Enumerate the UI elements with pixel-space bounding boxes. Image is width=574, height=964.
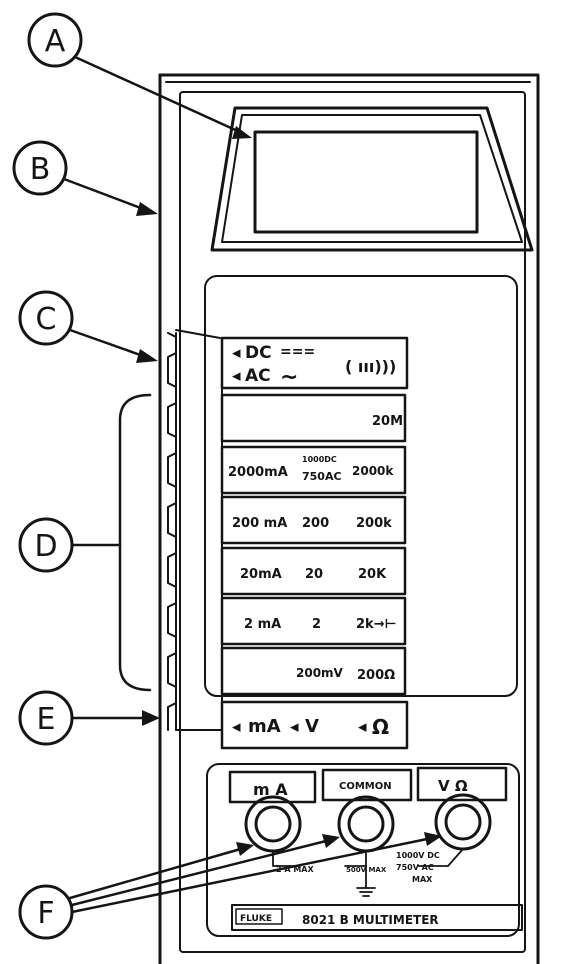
range-label-20k: 20K bbox=[358, 567, 387, 582]
range-label-750ac: 750AC bbox=[302, 470, 342, 483]
multimeter-case bbox=[158, 73, 540, 964]
small-arrow-icon: ◂ bbox=[358, 717, 367, 737]
range-label-2k-diode: 2k→⊢ bbox=[356, 617, 396, 632]
rating-v-line2: 750V AC bbox=[396, 863, 434, 872]
svg-text:D: D bbox=[34, 529, 57, 564]
small-arrow-icon: ◂ bbox=[232, 366, 241, 386]
range-label-1000dc: 1000DC bbox=[302, 455, 337, 464]
range-label-200ma: 200 mA bbox=[232, 516, 287, 531]
range-label-2ma: 2 mA bbox=[244, 617, 281, 632]
svg-text:C: C bbox=[36, 302, 57, 337]
callout-d: D bbox=[18, 393, 152, 692]
callout-f: F bbox=[18, 832, 442, 940]
jack-panel-frame bbox=[206, 763, 520, 937]
rating-v-line1: 1000V DC bbox=[396, 851, 440, 860]
jack-label-ma: m A bbox=[253, 780, 288, 799]
jack-ma[interactable]: m A bbox=[228, 770, 317, 853]
range-label-200k: 200k bbox=[356, 516, 392, 531]
range-button-20[interactable] bbox=[220, 546, 407, 596]
rating-ma: 2 A MAX bbox=[276, 865, 314, 874]
range-button-200[interactable] bbox=[220, 495, 407, 545]
range-label-20m: 20M bbox=[372, 414, 403, 429]
function-panel-frame bbox=[204, 275, 518, 697]
dc-symbol: === bbox=[280, 344, 315, 360]
range-button-2[interactable] bbox=[220, 596, 407, 646]
svg-text:A: A bbox=[45, 24, 66, 59]
button-top-dc-ac[interactable] bbox=[220, 336, 409, 390]
range-label-200ohm: 200Ω bbox=[357, 668, 395, 683]
brand-logo: FLUKE bbox=[240, 914, 272, 924]
push-button-stack bbox=[167, 329, 223, 731]
beeper-icon: ( ııı))) bbox=[345, 357, 396, 376]
range-button-200mv[interactable] bbox=[220, 646, 407, 696]
small-arrow-icon: ◂ bbox=[290, 717, 299, 737]
range-button-20m[interactable] bbox=[220, 393, 407, 443]
range-label-2000ma: 2000mA bbox=[228, 465, 288, 480]
range-label-2: 2 bbox=[312, 617, 321, 632]
rating-v-line3: MAX bbox=[412, 875, 433, 884]
ac-symbol: ~ bbox=[280, 365, 298, 390]
model-name: 8021 B MULTIMETER bbox=[302, 913, 439, 927]
mode-button-row[interactable] bbox=[220, 700, 409, 750]
dc-label: DC bbox=[245, 343, 272, 363]
range-button-2000[interactable] bbox=[220, 445, 407, 495]
jack-label-common: COMMON bbox=[339, 781, 392, 792]
range-label-200: 200 bbox=[302, 516, 329, 531]
range-label-200mv: 200mV bbox=[296, 666, 344, 680]
rating-common: 500V MAX bbox=[346, 866, 387, 874]
range-label-20ma: 20mA bbox=[240, 567, 282, 582]
jack-label-v-ohm: V Ω bbox=[438, 777, 468, 795]
range-label-2000k: 2000k bbox=[352, 464, 394, 478]
brand-plate: FLUKE 8021 B MULTIMETER bbox=[231, 904, 523, 931]
svg-text:B: B bbox=[30, 152, 51, 187]
callout-b: B bbox=[12, 140, 158, 216]
svg-text:F: F bbox=[37, 896, 54, 931]
small-arrow-icon: ◂ bbox=[232, 343, 241, 363]
lcd-display-window bbox=[210, 106, 534, 252]
range-label-20: 20 bbox=[305, 567, 323, 582]
svg-text:E: E bbox=[37, 702, 56, 737]
callout-c: C bbox=[18, 290, 158, 363]
callout-a: A bbox=[27, 12, 252, 139]
mode-label-v: V bbox=[305, 716, 319, 737]
small-arrow-icon: ◂ bbox=[232, 717, 241, 737]
mode-label-ma: mA bbox=[248, 716, 281, 737]
ac-label: AC bbox=[245, 366, 271, 386]
mode-label-ohm: Ω bbox=[372, 715, 389, 739]
callout-e: E bbox=[18, 690, 160, 746]
